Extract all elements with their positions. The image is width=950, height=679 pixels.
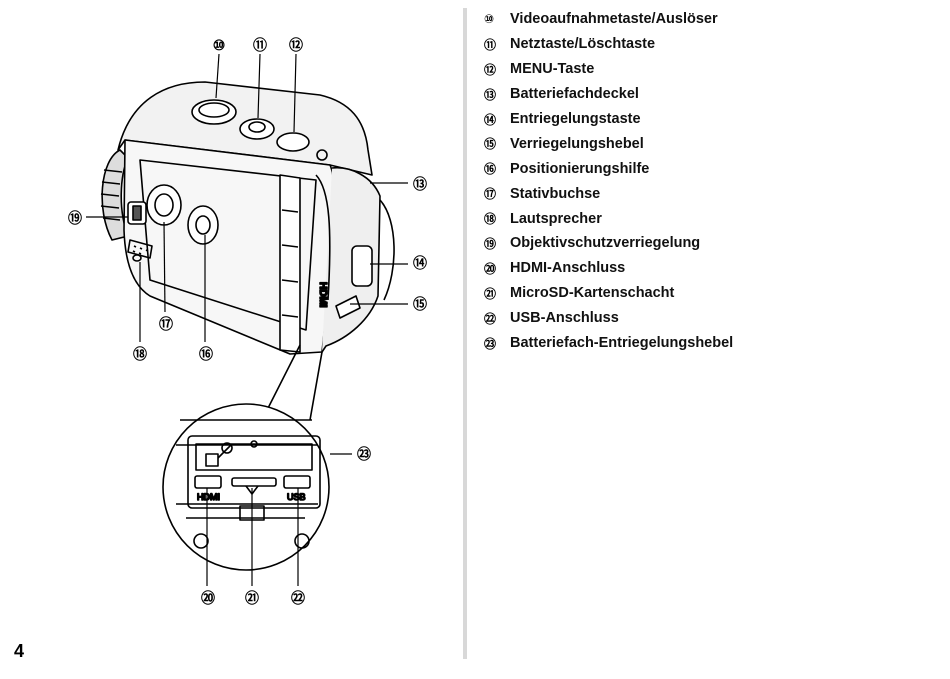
tripod-socket [146, 184, 182, 226]
battery-release-lever [217, 443, 233, 459]
callout-12: ⑫ [289, 37, 303, 53]
legend-number: ⑭ [484, 112, 497, 127]
callout-15: ⑮ [413, 296, 427, 312]
column-divider [463, 8, 467, 659]
port-hdmi-imprint: HDMI [197, 492, 220, 502]
callout-20: ⑳ [201, 590, 215, 606]
legend-item: ㉓ Batteriefach-Entriegelungshebel [484, 331, 733, 356]
legend-item: ⑭ Entriegelungstaste [484, 107, 733, 132]
legend-label: HDMI-Anschluss [510, 260, 626, 277]
legend-item: ⑪ Netztaste/Löschtaste [484, 32, 733, 57]
legend-label: Lautsprecher [510, 210, 602, 227]
legend-item: ⑯ Positionierungshilfe [484, 156, 733, 181]
legend-number: ⑪ [484, 37, 497, 52]
legend-item: ⑬ Batteriefachdeckel [484, 82, 733, 107]
legend-item: ㉒ USB-Anschluss [484, 306, 733, 331]
callout-16: ⑯ [199, 346, 213, 362]
legend-number: ⑩ [484, 12, 495, 27]
legend-label: Objektivschutzverriegelung [510, 235, 701, 252]
callout-11: ⑪ [253, 37, 267, 53]
legend-item: ⑩ Videoaufnahmetaste/Auslöser [484, 7, 733, 32]
camcorder-diagram: HDMI HDMI USB [68, 37, 427, 606]
legend-item: ⑮ Verriegelungshebel [484, 131, 733, 156]
legend-label: Batteriefach-Entriegelungshebel [510, 335, 734, 352]
lock-lever [335, 295, 361, 319]
legend-item: ⑱ Lautsprecher [484, 206, 733, 231]
legend-label: MENU-Taste [510, 61, 595, 78]
menu-button [276, 132, 310, 152]
legend-label: Verriegelungshebel [510, 135, 644, 152]
callout-18: ⑱ [133, 346, 147, 362]
page-number: 4 [14, 641, 25, 661]
callout-19: ⑲ [68, 210, 82, 226]
legend-label: Netztaste/Löschtaste [510, 36, 656, 53]
legend-number: ⑮ [484, 137, 497, 152]
callout-13: ⑬ [413, 176, 427, 192]
legend-number: ㉑ [484, 286, 497, 301]
legend-number: ㉓ [484, 336, 497, 351]
port-usb-imprint: USB [287, 492, 306, 502]
callout-22: ㉒ [291, 590, 305, 606]
positioning-aid [187, 205, 219, 245]
legend-label: USB-Anschluss [510, 310, 619, 327]
legend-item: ⑳ HDMI-Anschluss [484, 256, 733, 281]
legend-item: ⑲ Objektivschutzverriegelung [484, 231, 733, 256]
parts-legend: ⑩ Videoaufnahmetaste/Auslöser ⑪ Netztaste/L… [484, 7, 733, 355]
callout-21: ㉑ [245, 590, 259, 606]
usb-port [283, 475, 311, 489]
callout-23: ㉓ [357, 446, 371, 462]
callout-10: ⑩ [213, 37, 226, 53]
legend-label: MicroSD-Kartenschacht [510, 285, 675, 302]
legend-number: ⑬ [484, 87, 497, 102]
legend-number: ⑫ [484, 62, 497, 77]
hdmi-port [194, 475, 222, 489]
legend-label: Entriegelungstaste [510, 111, 641, 127]
power-button [239, 118, 275, 140]
legend-item: ⑰ Stativbuchse [484, 181, 733, 206]
legend-item: ㉑ MicroSD-Kartenschacht [484, 281, 733, 306]
legend-number: ⑳ [484, 261, 497, 276]
legend-number: ⑲ [484, 236, 497, 251]
legend-number: ⑰ [484, 187, 497, 202]
speaker-grille [127, 239, 153, 259]
legend-label: Batteriefachdeckel [510, 86, 639, 103]
side-hdmi-imprint: HDMI [317, 282, 328, 308]
legend-label: Videoaufnahmetaste/Auslöser [510, 11, 718, 28]
legend-item: ⑫ MENU-Taste [484, 57, 733, 82]
legend-number: ㉒ [484, 311, 497, 326]
camera-bottom-plate [123, 139, 335, 355]
callout-14: ⑭ [413, 255, 427, 271]
legend-label: Positionierungshilfe [510, 160, 650, 177]
callout-17: ⑰ [159, 316, 173, 332]
legend-label: Stativbuchse [510, 185, 601, 202]
legend-number: ⑯ [484, 162, 497, 177]
release-button [351, 245, 373, 287]
microsd-slot [231, 477, 277, 487]
legend-number: ⑱ [484, 212, 497, 227]
